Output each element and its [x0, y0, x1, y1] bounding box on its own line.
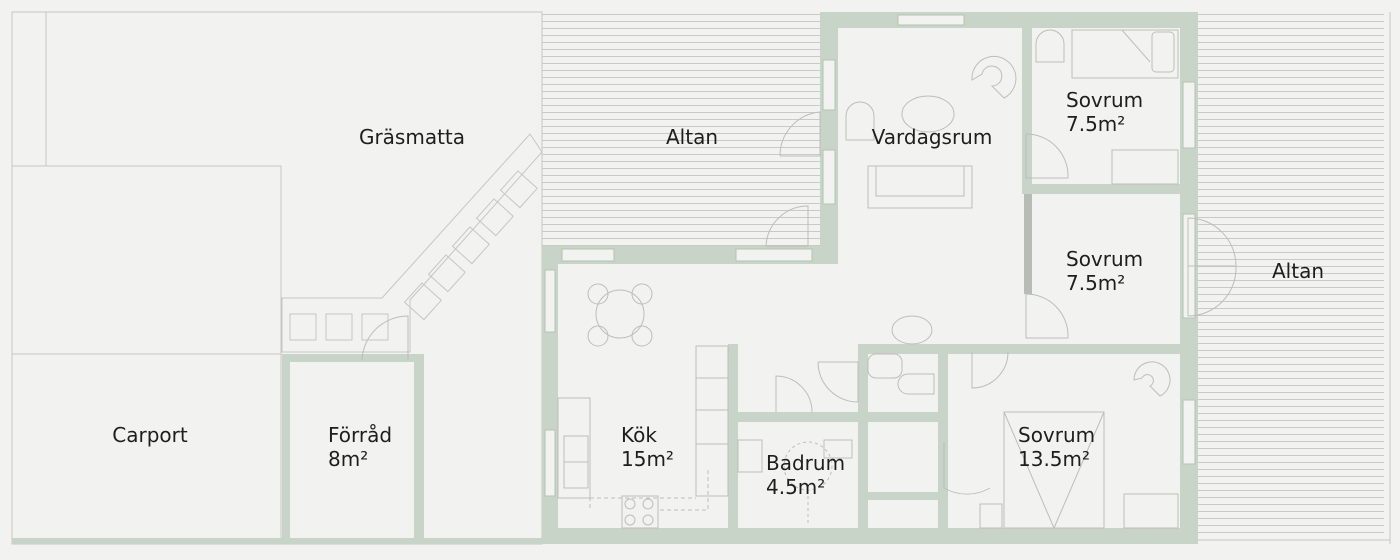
area-sovrum-top: 7.5m²	[1066, 112, 1125, 136]
paving-path	[281, 133, 543, 353]
label-grasmatta: Gräsmatta	[359, 125, 465, 149]
label-sovrum-top: Sovrum	[1066, 88, 1143, 112]
label-altan-main: Altan	[666, 125, 718, 149]
furniture	[557, 29, 1179, 530]
label-carport: Carport	[112, 423, 188, 447]
label-vardagsrum: Vardagsrum	[872, 125, 993, 149]
area-forrad: 8m²	[328, 447, 368, 471]
doors	[361, 111, 1237, 495]
label-altan-right: Altan	[1272, 259, 1324, 283]
label-badrum: Badrum	[766, 451, 845, 475]
label-forrad: Förråd	[328, 423, 392, 447]
area-kok: 15m²	[621, 447, 674, 471]
area-badrum: 4.5m²	[766, 475, 825, 499]
deck-main	[542, 14, 822, 246]
label-sovrum-large: Sovrum	[1018, 423, 1095, 447]
windows	[544, 14, 1196, 497]
label-sovrum-mid: Sovrum	[1066, 247, 1143, 271]
deck-right	[1196, 14, 1384, 538]
area-sovrum-mid: 7.5m²	[1066, 271, 1125, 295]
area-sovrum-large: 13.5m²	[1018, 447, 1090, 471]
label-kok: Kök	[621, 423, 657, 447]
